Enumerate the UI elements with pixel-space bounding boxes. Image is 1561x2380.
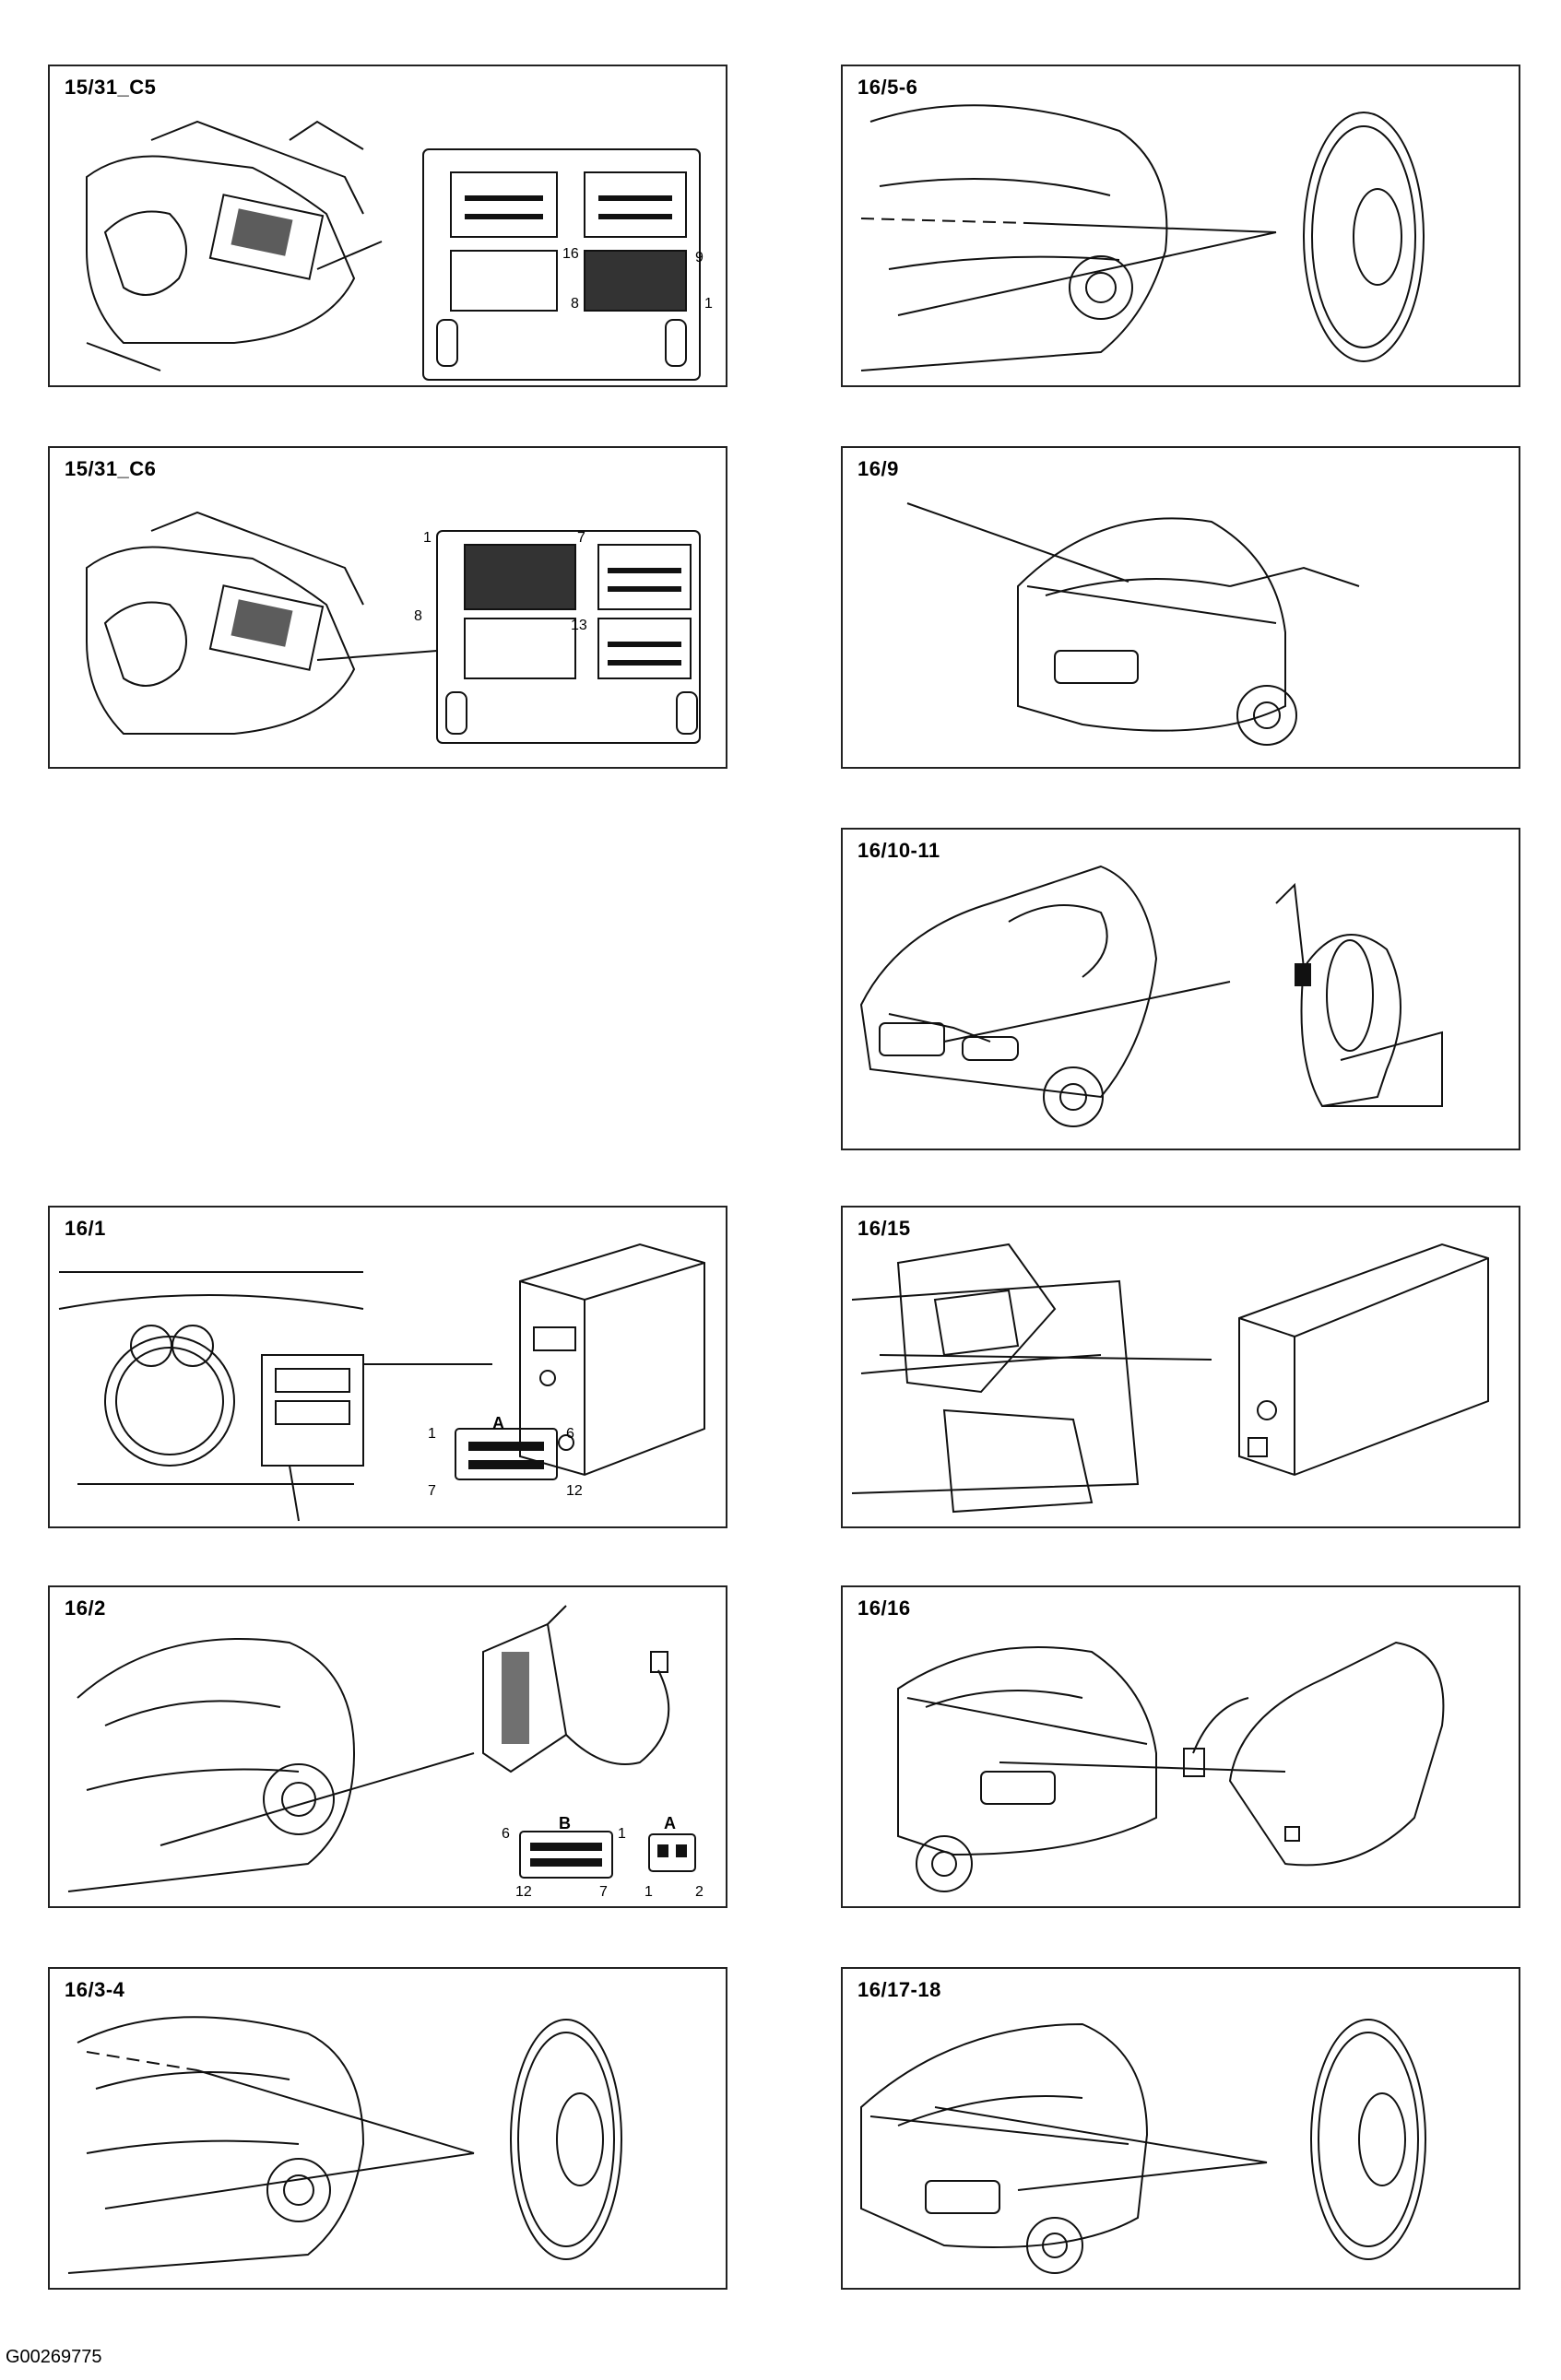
pin-7-label: 7 (428, 1483, 436, 1499)
connector-b-letter: B (559, 1814, 571, 1832)
pin-1-label: 1 (428, 1426, 436, 1442)
panel-label: 15/31_C6 (65, 457, 157, 480)
engine-bay-icon: 1 7 8 13 (86, 511, 701, 744)
panel-16-10-11: 16/10-11 (841, 828, 1520, 1150)
car-rear-icon (860, 2019, 1426, 2274)
dashboard-icon: A 1 6 7 12 (58, 1243, 705, 1522)
car-side-icon (860, 104, 1425, 371)
pin-2-label: 2 (695, 1884, 704, 1900)
pin-1-label: 1 (704, 296, 713, 312)
pin-1-label: 1 (645, 1884, 653, 1900)
pin-9-label: 9 (695, 250, 704, 265)
panel-label: 16/3-4 (65, 1978, 125, 2001)
trunk-icon (851, 1243, 1489, 1514)
panel-16-3-4: 16/3-4 (48, 1967, 727, 2290)
panel-16-16: 16/16 (841, 1585, 1520, 1908)
connector-b-icon (519, 1831, 613, 1879)
pin-6-label: 6 (502, 1826, 510, 1842)
speaker-icon (510, 2019, 622, 2260)
panel-16-17-18: 16/17-18 (841, 1967, 1520, 2290)
connector-a-letter: A (664, 1814, 676, 1832)
panel-label: 16/9 (857, 457, 899, 480)
pin-16-label: 16 (562, 246, 579, 262)
engine-bay-icon: 16 9 8 1 (86, 120, 713, 381)
panel-label: 16/10-11 (857, 839, 940, 862)
panel-16-9: 16/9 (841, 446, 1520, 769)
car-front-icon (859, 865, 1443, 1127)
pin-8-label: 8 (414, 608, 422, 624)
panel-16-15: 16/15 (841, 1206, 1520, 1528)
panel-15-31-c5: 15/31_C5 (48, 65, 727, 387)
connector-block-icon (436, 530, 701, 744)
connector-a-small-icon (648, 1833, 696, 1872)
speaker-icon (1310, 2019, 1426, 2260)
car-rear-icon (906, 502, 1360, 746)
panel-16-2: 16/2 B 6 (48, 1585, 727, 1908)
connector-letter: A (492, 1414, 504, 1432)
car-rear-icon (897, 1641, 1445, 1892)
figure-code: G00269775 (6, 2347, 102, 2367)
pin-13-label: 13 (571, 618, 587, 633)
radio-unit-icon (519, 1243, 705, 1477)
pin-1-label: 1 (423, 530, 432, 546)
car-side-icon (67, 2016, 622, 2274)
horn-icon (1275, 882, 1443, 1108)
panel-15-31-c6: 15/31_C6 1 7 8 (48, 446, 727, 769)
panel-label: 16/17-18 (857, 1978, 941, 2001)
pin-7-label: 7 (577, 530, 585, 546)
panel-16-5-6: 16/5-6 (841, 65, 1520, 387)
connector-block-icon (422, 148, 701, 381)
pin-7-label: 7 (599, 1884, 608, 1900)
control-module-icon (1238, 1243, 1489, 1477)
control-module-icon (1183, 1641, 1445, 1867)
pin-12-label: 12 (566, 1483, 583, 1499)
car-side-icon: B 6 1 12 7 A 1 2 (67, 1605, 704, 1900)
pin-8-label: 8 (571, 296, 579, 312)
pin-6-label: 6 (566, 1426, 574, 1442)
panel-label: 16/1 (65, 1217, 106, 1240)
pin-12-label: 12 (515, 1884, 532, 1900)
pin-1-label: 1 (618, 1826, 626, 1842)
amplifier-icon (482, 1605, 670, 1773)
panel-label: 16/15 (857, 1217, 911, 1240)
panel-label: 15/31_C5 (65, 76, 157, 99)
panel-label: 16/2 (65, 1596, 106, 1620)
connector-a-icon (455, 1428, 558, 1480)
panel-16-1: 16/1 A (48, 1206, 727, 1528)
panel-label: 16/16 (857, 1596, 911, 1620)
panel-label: 16/5-6 (857, 76, 918, 99)
speaker-icon (1303, 112, 1425, 362)
